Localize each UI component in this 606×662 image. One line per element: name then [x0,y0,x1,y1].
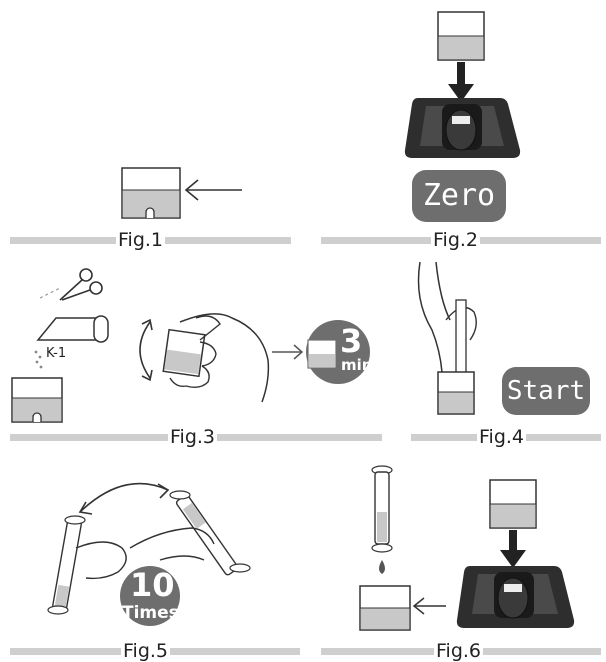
zero-button[interactable]: Zero [412,170,506,222]
reagent-label: K-1 [46,346,67,361]
insert-arrow-icon [448,62,474,102]
fig5-label: Fig.5 [121,640,171,662]
timer-unit: min [341,356,373,374]
count-value: 10 [130,566,175,604]
count-unit: Times [122,603,179,623]
invert-arrow-icon [78,482,170,515]
sample-cell-icon [11,377,63,423]
fig1-label: Fig.1 [116,229,166,251]
next-step-arrow-icon [272,344,304,360]
hands-icon [75,527,215,580]
sample-cell-icon [121,167,181,219]
meter-device-icon [404,98,521,158]
start-button[interactable]: Start [502,367,590,415]
sample-cell-icon [489,479,537,529]
meter-device-icon [456,566,575,628]
fig3-label: Fig.3 [168,426,218,448]
reagent-packet-icon [34,315,109,369]
fill-line-arrow-icon [184,179,242,201]
shake-arrow-icon [139,318,153,382]
fill-line-arrow-icon [412,597,446,615]
fig6-label: Fig.6 [434,640,484,662]
insert-arrow-icon [500,530,526,568]
tube-left-icon [47,515,86,615]
fig2-label: Fig.2 [431,229,481,251]
count-badge-icon [120,566,180,626]
sample-cell-icon [437,11,485,61]
sample-cell-icon [359,585,411,631]
fig4-label: Fig.4 [477,426,527,448]
hand-with-stirrer-icon [417,261,477,415]
timer-value: 3 [340,322,363,360]
hand-shaking-cell-icon [162,313,270,403]
scissors-icon [39,268,103,301]
timer-icon [306,320,370,384]
tube-pour-icon [371,465,393,574]
